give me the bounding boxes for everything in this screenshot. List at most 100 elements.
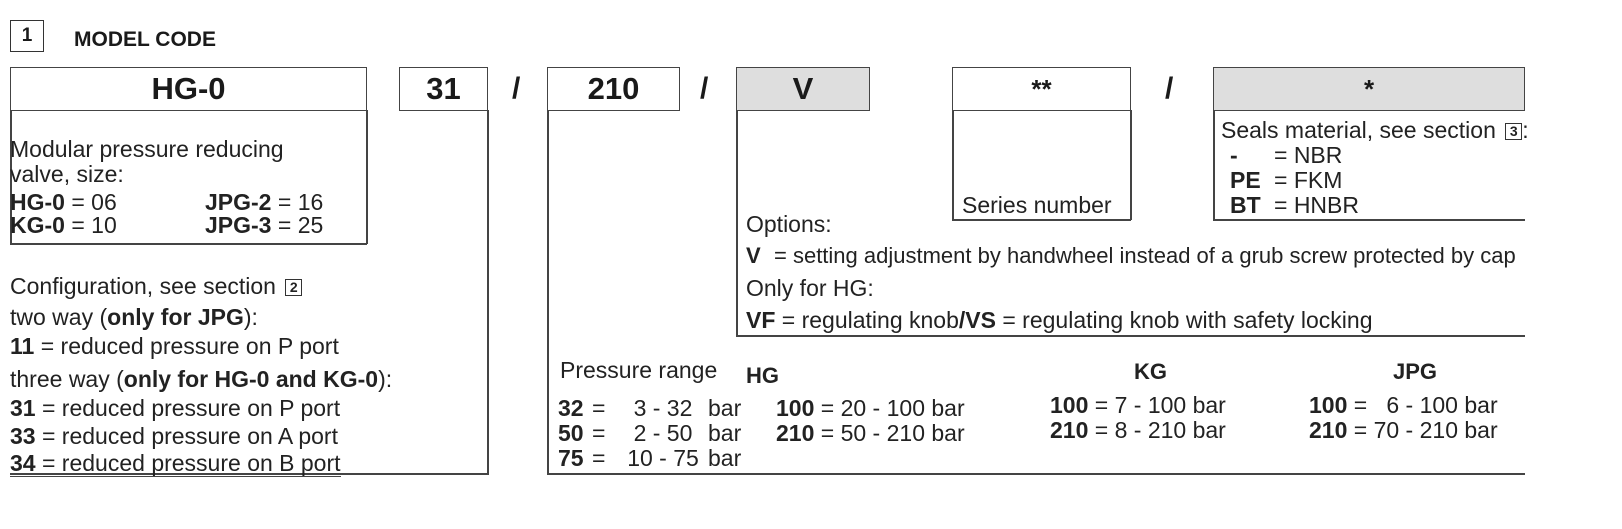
pressure-bracket-left [547, 110, 549, 474]
option-v: V= setting adjustment by handwheel inste… [746, 243, 1516, 269]
pressure-code: 100 [1050, 392, 1089, 418]
seals-code-box: * [1213, 67, 1525, 111]
option-code: VF [746, 307, 776, 333]
model-description-line2: valve, size: [10, 161, 124, 187]
configuration-code-box: 31 [399, 67, 488, 111]
pressure-text: = 70 - 210 bar [1353, 417, 1498, 443]
model-bracket-left [10, 110, 12, 244]
pressure-code: 32 [558, 395, 584, 421]
config-code: 34 [10, 450, 36, 476]
section-ref-badge: 2 [285, 279, 303, 296]
options-bracket-bottom [736, 335, 1525, 337]
pressure-jpg-210: 210 = 70 - 210 bar [1309, 417, 1498, 443]
pressure-code: 210 [1309, 417, 1348, 443]
series-bracket-right [1130, 110, 1132, 220]
seals-bracket-bottom [1213, 219, 1525, 221]
configuration-title: Configuration, see section 2 [10, 273, 303, 299]
size-code: HG-0 [10, 189, 65, 215]
size-code: JPG-3 [205, 212, 272, 238]
config-bracket-right [487, 110, 489, 474]
size-kg0: KG-0 = 10 [10, 212, 117, 238]
size-value: = 16 [277, 189, 324, 215]
seal-code: PE [1230, 167, 1261, 193]
seal-text: = FKM [1274, 167, 1343, 193]
three-way-bold: only for HG-0 and KG-0 [123, 366, 379, 392]
config-text: = reduced pressure on A port [41, 423, 338, 449]
pressure-code: 75 [558, 445, 584, 471]
options-bracket-left [736, 110, 738, 336]
pressure-eq: = [592, 420, 606, 446]
seals-title-text: Seals material, see section [1221, 117, 1496, 143]
pressure-code: 100 [776, 395, 815, 421]
size-value: = 25 [277, 212, 324, 238]
seal-text: = HNBR [1274, 192, 1359, 218]
config-item-11: 11 = reduced pressure on P port [10, 333, 339, 359]
seal-nbr: -= NBR [1230, 142, 1342, 168]
config-item-33: 33 = reduced pressure on A port [10, 423, 338, 449]
option-text: = regulating knob [781, 307, 959, 333]
config-item-31: 31 = reduced pressure on P port [10, 395, 340, 421]
series-bracket-bottom [952, 219, 1131, 221]
model-description-line1: Modular pressure reducing [10, 136, 284, 162]
three-way-post: ): [378, 366, 393, 392]
pressure-eq: = [592, 395, 606, 421]
separator-slash: / [700, 72, 709, 105]
config-code: 31 [10, 395, 36, 421]
series-number-label: Series number [962, 192, 1112, 218]
pressure-bracket-bottom [547, 473, 1525, 475]
model-bracket-bottom [10, 243, 367, 245]
config-text: = reduced pressure on B port [41, 450, 341, 476]
two-way-heading: two way (only for JPG): [10, 304, 258, 330]
pressure-range: 3 - 32 [633, 395, 693, 421]
seal-code: - [1230, 142, 1238, 168]
pressure-code: 50 [558, 420, 584, 446]
pressure-code: 100 [1309, 392, 1348, 418]
seal-fkm: PE = FKM [1230, 167, 1342, 193]
option-text: = setting adjustment by handwheel instea… [774, 243, 1516, 268]
section-number: 1 [21, 25, 33, 46]
separator-slash: / [512, 72, 521, 105]
option-vf-vs: VF = regulating knob/VS = regulating kno… [746, 307, 1373, 333]
size-hg0: HG-0 = 06 [10, 189, 117, 215]
pressure-text: = 8 - 210 bar [1094, 417, 1226, 443]
pressure-code-box: 210 [547, 67, 680, 111]
size-jpg2: JPG-2 = 16 [205, 189, 323, 215]
section-title: MODEL CODE [74, 28, 216, 51]
pressure-range: 10 - 75 [627, 445, 699, 471]
seal-code: BT [1230, 192, 1261, 218]
pressure-text: = 50 - 210 bar [820, 420, 965, 446]
pressure-code: 210 [1050, 417, 1089, 443]
pressure-kg-210: 210 = 8 - 210 bar [1050, 417, 1226, 443]
config-code: 11 [10, 333, 35, 359]
pressure-range: 2 - 50 [633, 420, 693, 446]
model-code-box: HG-0 [10, 67, 367, 111]
jpg-heading: JPG [1393, 359, 1438, 384]
config-code: 33 [10, 423, 36, 449]
seals-bracket-left [1213, 110, 1215, 220]
seals-colon: : [1522, 117, 1529, 143]
option-code: /VS [958, 307, 996, 333]
size-jpg3: JPG-3 = 25 [205, 212, 323, 238]
two-way-post: ): [243, 304, 258, 330]
separator-slash: / [1165, 72, 1174, 105]
config-item-34: 34 = reduced pressure on B port [10, 450, 341, 477]
three-way-pre: three way ( [10, 366, 124, 392]
pressure-text: = 7 - 100 bar [1094, 392, 1226, 418]
seal-hnbr: BT = HNBR [1230, 192, 1359, 218]
options-code-box: V [736, 67, 870, 111]
size-code: KG-0 [10, 212, 65, 238]
pressure-range-title: Pressure range [560, 357, 718, 383]
pressure-hg-210: 210 = 50 - 210 bar [776, 420, 965, 446]
size-value: = 06 [71, 189, 117, 215]
size-code: JPG-2 [205, 189, 272, 215]
pressure-kg-100: 100 = 7 - 100 bar [1050, 392, 1226, 418]
pressure-eq: = [592, 445, 606, 471]
pressure-jpg-100: 100 = 6 - 100 bar [1309, 392, 1498, 418]
only-for-hg: Only for HG: [746, 275, 874, 301]
two-way-bold: only for JPG [107, 304, 244, 330]
pressure-code: 210 [776, 420, 815, 446]
configuration-title-text: Configuration, see section [10, 273, 276, 299]
seals-title: Seals material, see section 3: [1221, 117, 1529, 143]
